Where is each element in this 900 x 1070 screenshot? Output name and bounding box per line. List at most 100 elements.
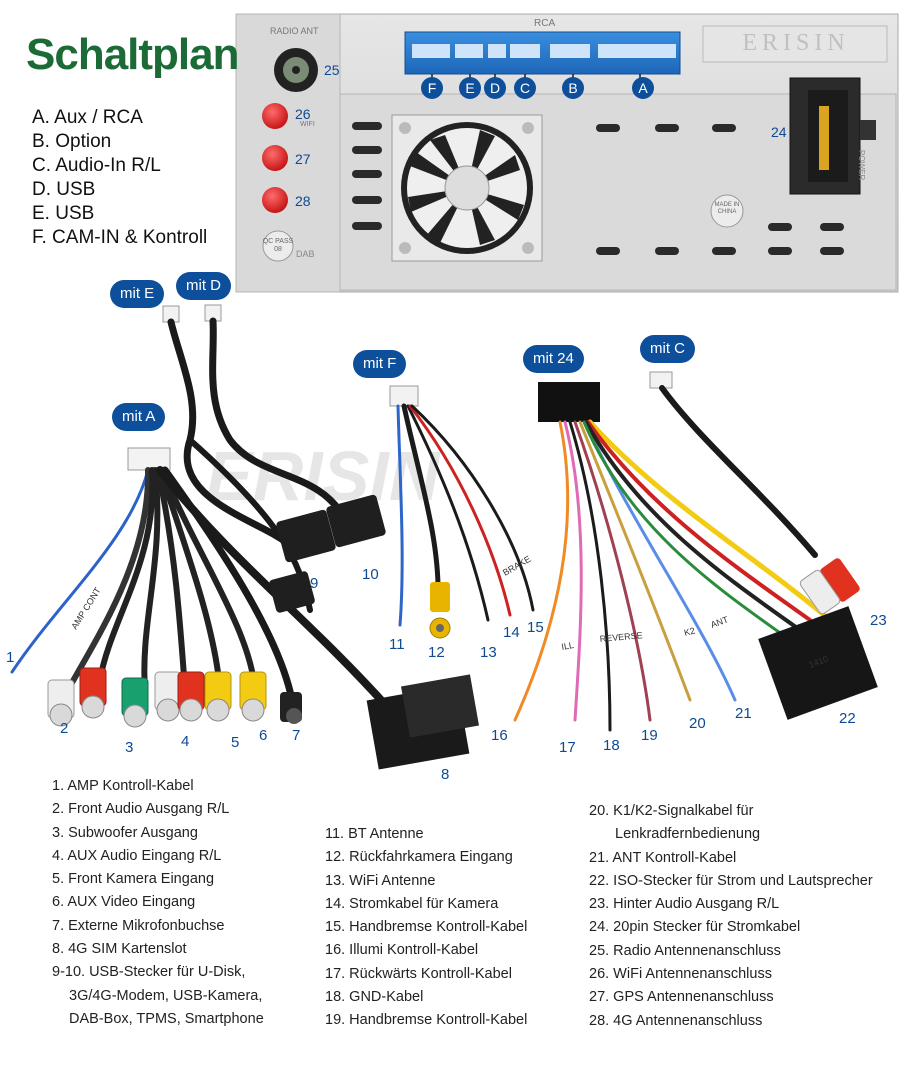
port-legend: A. Aux / RCA B. Option C. Audio-In R/L D… (32, 106, 207, 250)
list-item: 16. Illumi Kontroll-Kabel (325, 942, 479, 959)
cable-number-6: 6 (259, 727, 268, 744)
cable-bundle-f (389, 385, 535, 639)
cable-number-10: 10 (362, 566, 379, 583)
list-item: 5. Front Kamera Eingang (52, 871, 215, 888)
brand-plate: ERISIN (742, 30, 850, 56)
list-item: 23. Hinter Audio Ausgang R/L (589, 896, 780, 913)
rca-label: RCA (534, 18, 556, 29)
list-item: 27. GPS Antennenanschluss (589, 989, 774, 1006)
list-item: 2. Front Audio Ausgang R/L (52, 801, 230, 818)
cable-number-14: 14 (503, 624, 520, 641)
radio-ant-label: RADIO ANT (270, 26, 319, 36)
tag-ant: ANT (709, 614, 730, 630)
cable-number-15: 15 (527, 619, 544, 636)
list-item: 14. Stromkabel für Kamera (325, 895, 499, 912)
badge-mit-a: mit A (112, 403, 166, 431)
legend-item: D. USB (32, 179, 96, 200)
list-item: 17. Rückwärts Kontroll-Kabel (325, 965, 512, 982)
port-letter-e: E (459, 77, 481, 99)
list-item: 19. Handbremse Kontroll-Kabel (325, 1012, 528, 1029)
tag-ill: ILL (561, 640, 575, 652)
cable-number-9: 9 (310, 575, 319, 592)
list-item: 11. BT Antenne (325, 826, 424, 842)
cable-number-4: 4 (181, 733, 190, 750)
head-unit-back-panel (235, 13, 899, 293)
cable-number-20: 20 (689, 715, 706, 732)
made-in-label: MADE IN CHINA (714, 202, 740, 215)
list-item: 6. AUX Video Eingang (52, 894, 196, 911)
badge-mit-e: mit E (110, 280, 165, 308)
badge-mit-c: mit C (640, 335, 695, 363)
list-item: Lenkradfernbedienung (615, 826, 761, 843)
cable-number-8: 8 (441, 766, 450, 783)
list-item: 22. ISO-Stecker für Strom und Lautsprech… (589, 872, 873, 889)
cable-bundle-c (649, 371, 860, 615)
cable-number-23: 23 (870, 612, 887, 629)
port-letter-f: F (421, 77, 443, 99)
list-item: 4. AUX Audio Eingang R/L (52, 847, 222, 864)
cable-list-col1: 1. AMP Kontroll-Kabel 2. Front Audio Aus… (52, 775, 264, 1031)
list-item: 8. 4G SIM Kartenslot (52, 941, 187, 958)
list-item: 3. Subwoofer Ausgang (52, 824, 198, 841)
list-item: 3G/4G-Modem, USB-Kamera, (69, 987, 263, 1004)
list-item: 20. K1/K2-Signalkabel für (589, 803, 754, 819)
cooling-fan (391, 114, 543, 262)
cable-number-3: 3 (125, 739, 134, 756)
rca-plugs (47, 667, 302, 728)
connector-number-25: 25 (324, 62, 340, 78)
legend-item: F. CAM-IN & Kontroll (32, 227, 208, 248)
legend-item: A. Aux / RCA (32, 107, 143, 128)
list-item: 13. WiFi Antenne (325, 872, 436, 889)
cable-list-col3: 20. K1/K2-Signalkabel für Lenkradfernbed… (589, 800, 873, 1033)
list-item: 26. WiFi Antennenanschluss (589, 966, 772, 983)
port-letter-b: B (562, 77, 584, 99)
badge-mit-d: mit D (176, 272, 231, 300)
list-item: 21. ANT Kontroll-Kabel (589, 849, 737, 866)
cable-number-7: 7 (292, 727, 301, 744)
cable-list-col2: 11. BT Antenne 12. Rückfahrkamera Eingan… (325, 823, 527, 1033)
wifi-label: WIFI (300, 121, 315, 128)
cable-number-11: 11 (389, 636, 405, 653)
cable-number-1: 1 (6, 649, 15, 666)
list-item: 15. Handbremse Kontroll-Kabel (325, 919, 528, 936)
power-label: POWER (857, 150, 866, 181)
list-item: 24. 20pin Stecker für Stromkabel (589, 919, 801, 936)
cable-number-16: 16 (491, 727, 508, 744)
list-item: 9-10. USB-Stecker für U-Disk, (52, 964, 246, 981)
connector-number-27: 27 (295, 151, 311, 167)
list-item: 25. Radio Antennenanschluss (589, 942, 781, 959)
list-item: 1. AMP Kontroll-Kabel (52, 778, 194, 794)
cable-number-19: 19 (641, 727, 658, 744)
port-letter-d: D (484, 77, 506, 99)
legend-item: B. Option (32, 131, 112, 152)
cable-number-12: 12 (428, 644, 445, 661)
usb-cable-bundle (162, 304, 386, 613)
cable-number-17: 17 (559, 739, 576, 756)
list-item: 12. Rückfahrkamera Eingang (325, 849, 513, 866)
legend-item: C. Audio-In R/L (32, 155, 161, 176)
cable-number-2: 2 (60, 720, 69, 737)
dab-label: DAB (296, 249, 315, 259)
cable-number-13: 13 (480, 644, 497, 661)
cable-number-22: 22 (839, 710, 856, 727)
legend-item: E. USB (32, 203, 95, 224)
list-item: 18. GND-Kabel (325, 989, 424, 1006)
cable-number-18: 18 (603, 737, 620, 754)
port-letter-a: A (632, 77, 654, 99)
list-item: DAB-Box, TPMS, Smartphone (69, 1010, 264, 1027)
tag-reverse: REVERSE (599, 630, 643, 644)
badge-mit-24: mit 24 (523, 345, 584, 373)
qc-label: QC PASS 08 (262, 238, 294, 253)
cable-number-21: 21 (735, 705, 752, 722)
list-item: 7. Externe Mikrofonbuchse (52, 917, 225, 934)
power-harness (513, 382, 878, 732)
sim-slot-box (366, 674, 479, 770)
cable-bundle-a (10, 447, 394, 714)
tag-k2: K2 (683, 625, 696, 638)
connector-number-28: 28 (295, 193, 311, 209)
connector-number-24: 24 (771, 124, 787, 140)
list-item: 28. 4G Antennenanschluss (589, 1012, 763, 1029)
page-title: Schaltplan (26, 30, 239, 79)
cable-number-5: 5 (231, 734, 240, 751)
